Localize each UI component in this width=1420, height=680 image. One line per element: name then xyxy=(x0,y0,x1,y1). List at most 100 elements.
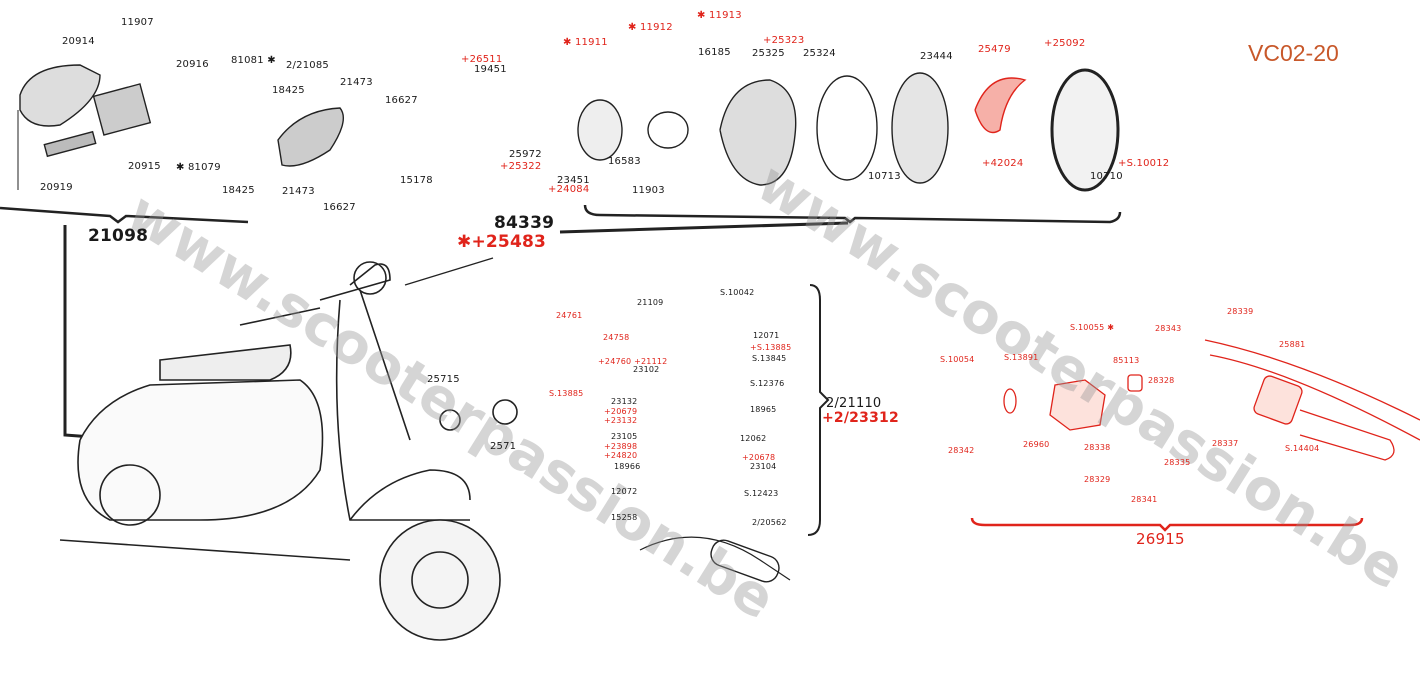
part-label: 18966 xyxy=(614,462,641,471)
part-label: ✱ 81079 xyxy=(176,162,221,173)
part-label-red: ✱ 11912 xyxy=(628,22,673,33)
part-label-red: +20678 xyxy=(742,453,776,462)
part-label-red: +26511 xyxy=(461,54,503,65)
assembly-label-alt: +2/23312 xyxy=(822,410,899,426)
part-label: 25325 xyxy=(752,48,785,59)
part-label-red: ✱ 11911 xyxy=(563,37,608,48)
part-label-red: 28329 xyxy=(1084,475,1111,484)
part-label-red: 28338 xyxy=(1084,443,1111,452)
part-label-red: S.14404 xyxy=(1285,444,1320,453)
part-label: 81081 ✱ xyxy=(231,55,276,66)
part-label-red: +24820 xyxy=(604,451,638,460)
part-label: 23451 xyxy=(557,175,590,186)
part-label: 23132 xyxy=(611,397,638,406)
part-label-red: +42024 xyxy=(982,158,1024,169)
part-label-red: +25092 xyxy=(1044,38,1086,49)
part-label-red: S.13885 xyxy=(549,389,584,398)
assembly-label: 2/21110 xyxy=(826,396,882,411)
part-label: S.12376 xyxy=(750,379,785,388)
bulb-holder xyxy=(577,99,623,161)
part-label: 11903 xyxy=(632,185,665,196)
part-label: 11907 xyxy=(121,17,154,28)
part-label-red: +20679 xyxy=(604,407,638,416)
part-label: S.12423 xyxy=(744,489,779,498)
part-label: 25324 xyxy=(803,48,836,59)
scooter-outline xyxy=(59,261,518,641)
brace-21098 xyxy=(0,206,249,224)
part-label: 21473 xyxy=(282,186,315,197)
part-label: 23105 xyxy=(611,432,638,441)
reflector xyxy=(719,79,797,186)
part-label: 18425 xyxy=(222,185,255,196)
part-label-red: 25479 xyxy=(978,44,1011,55)
part-label: 16627 xyxy=(323,202,356,213)
part-label: 20915 xyxy=(128,161,161,172)
ring-25325 xyxy=(816,75,878,181)
part-label: 20919 xyxy=(40,182,73,193)
part-label-red: 28341 xyxy=(1131,495,1158,504)
part-label: 10713 xyxy=(868,171,901,182)
part-label: 12072 xyxy=(611,487,638,496)
brace-84339 xyxy=(583,204,1122,224)
diagram-title: VC02-20 xyxy=(1248,40,1339,66)
part-label: S.13845 xyxy=(752,354,787,363)
part-label-red: 28335 xyxy=(1164,458,1191,467)
part-label-red: +24084 xyxy=(548,184,590,195)
part-label: 19451 xyxy=(474,64,507,75)
assembly-label: 21098 xyxy=(88,226,149,246)
rim-23444 xyxy=(1050,68,1120,192)
part-label-red: +25322 xyxy=(500,161,542,172)
part-label-red: 85113 xyxy=(1113,356,1140,365)
part-label: 21473 xyxy=(340,77,373,88)
part-label: 16185 xyxy=(698,47,731,58)
part-label-red: 28343 xyxy=(1155,324,1182,333)
part-label: 2/20562 xyxy=(752,518,787,527)
rear-light-housing xyxy=(19,64,101,127)
part-label-red: S.10054 xyxy=(940,355,975,364)
part-label-red: 28337 xyxy=(1212,439,1239,448)
part-label-red: S.13891 xyxy=(1004,353,1039,362)
part-label-red: +25323 xyxy=(763,35,805,46)
part-label: 10710 xyxy=(1090,171,1123,182)
part-label: S.10042 xyxy=(720,288,755,297)
part-label-red: ✱ 11913 xyxy=(697,10,742,21)
part-label: 23444 xyxy=(920,51,953,62)
assembly-label: 26915 xyxy=(1136,530,1185,548)
part-label: 23102 xyxy=(633,365,660,374)
part-label-red: 26960 xyxy=(1023,440,1050,449)
brace-2-21110 xyxy=(807,284,830,536)
horn-switch-body xyxy=(1049,379,1106,431)
part-label: 2571 xyxy=(490,441,517,452)
part-label: 12062 xyxy=(740,434,767,443)
part-label-red: 24758 xyxy=(603,333,630,342)
rear-light-lens xyxy=(92,83,152,136)
part-label-red: 24761 xyxy=(556,311,583,320)
glass-25324 xyxy=(891,72,949,184)
part-label: 23104 xyxy=(750,462,777,471)
part-label: 15258 xyxy=(611,513,638,522)
part-label: 25715 xyxy=(427,374,460,385)
part-label-red: S.10055 ✱ xyxy=(1070,323,1115,332)
part-label-red: +24760 +21112 xyxy=(598,357,668,366)
assembly-label: 84339 xyxy=(494,213,555,233)
part-label: 12071 xyxy=(753,331,780,340)
rear-light-cover xyxy=(277,107,344,167)
plate-light-lens xyxy=(43,130,97,158)
part-label: 20914 xyxy=(62,36,95,47)
part-label-red: 28339 xyxy=(1227,307,1254,316)
part-label: 18425 xyxy=(272,85,305,96)
part-label: 15178 xyxy=(400,175,433,186)
part-label: 2/21085 xyxy=(286,60,329,71)
bulb xyxy=(647,111,689,149)
part-label-red: +S.10012 xyxy=(1118,158,1170,169)
part-label-red: +23898 xyxy=(604,442,638,451)
part-label: 25972 xyxy=(509,149,542,160)
part-label: 16583 xyxy=(608,156,641,167)
part-label-red: 25881 xyxy=(1279,340,1306,349)
assembly-label-alt: ✱+25483 xyxy=(457,232,547,252)
part-label: 18965 xyxy=(750,405,777,414)
part-label: 16627 xyxy=(385,95,418,106)
part-label-red: 28342 xyxy=(948,446,975,455)
